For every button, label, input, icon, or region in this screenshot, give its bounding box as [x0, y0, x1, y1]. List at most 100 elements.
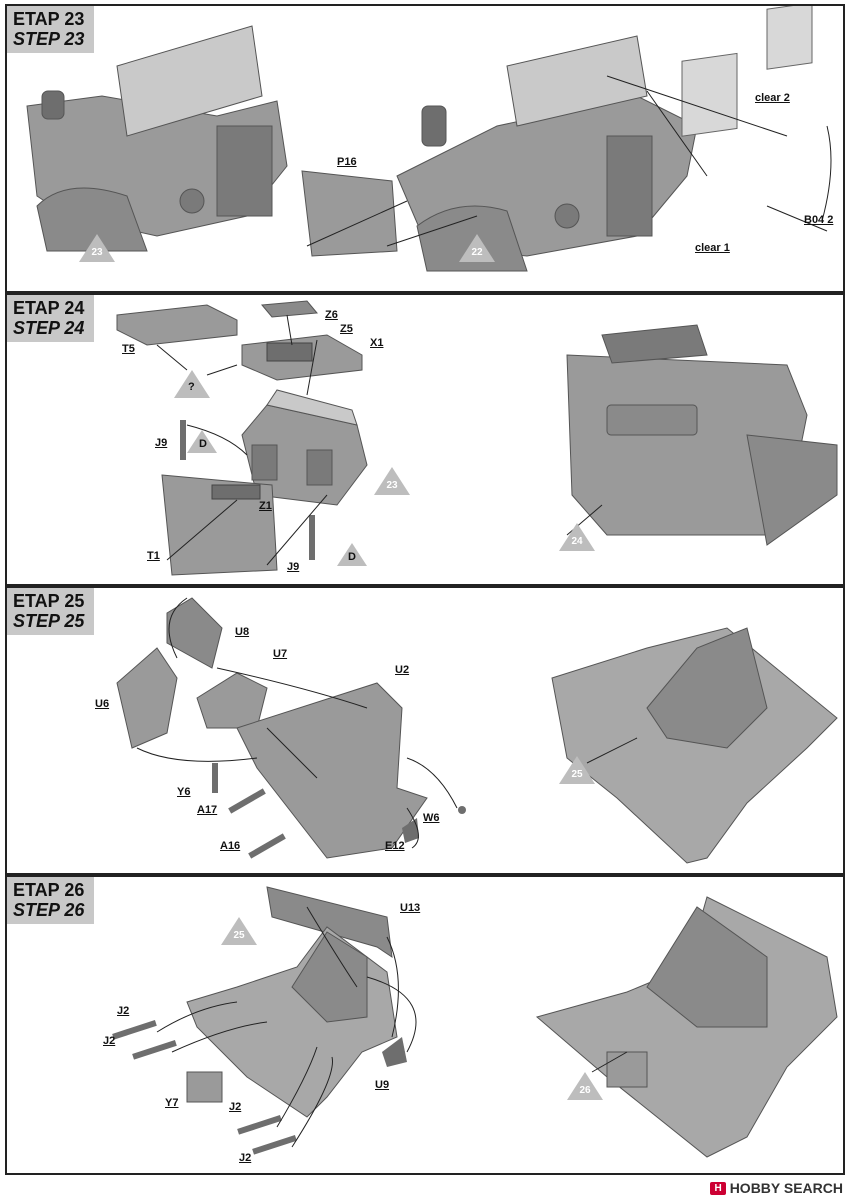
part-a17 — [228, 788, 266, 814]
label-d-upper: D — [199, 438, 207, 450]
part-y7 — [186, 1071, 223, 1103]
label-e12: E12 — [385, 840, 405, 852]
label-z5: Z5 — [340, 323, 353, 335]
part-z1 — [211, 484, 261, 500]
marker-23-number: 23 — [386, 480, 398, 491]
etap-label: ETAP 24 — [13, 298, 85, 318]
part-j9-lower — [309, 515, 315, 560]
part-e12 — [402, 818, 419, 843]
part-clear-2 — [766, 6, 813, 70]
label-p16: P16 — [337, 156, 357, 168]
part-w6 — [458, 806, 466, 814]
label-z6: Z6 — [325, 309, 338, 321]
marker-26-number: 26 — [579, 1085, 591, 1096]
step-25-panel: ETAP 25 STEP 25 U8 U7 U2 U6 Y6 A17 W6 A1… — [5, 586, 845, 875]
label-clear-1: clear 1 — [695, 242, 730, 254]
label-clear-2: clear 2 — [755, 92, 790, 104]
assembly-arrows — [136, 597, 638, 849]
label-j9-upper: J9 — [155, 437, 168, 449]
part-u13 — [266, 886, 393, 959]
part-z6 — [261, 300, 318, 318]
label-a17: A17 — [197, 804, 218, 816]
step-marker-23 — [79, 234, 115, 262]
step-label: STEP 24 — [13, 318, 85, 338]
step-24-tag: ETAP 24 STEP 24 — [7, 295, 95, 342]
marker-d-lower — [337, 543, 367, 566]
part-j2-b — [132, 1040, 177, 1060]
part-j9-upper — [180, 420, 186, 460]
label-t1: T1 — [147, 550, 160, 562]
label-b04-2: B04 2 — [804, 214, 834, 226]
part-t1 — [161, 474, 278, 576]
step-23-illustration — [26, 6, 832, 272]
label-u6: U6 — [95, 698, 110, 710]
cab-completed — [566, 324, 838, 546]
step-label: STEP 26 — [13, 900, 85, 920]
part-a16 — [248, 833, 286, 859]
etap-label: ETAP 25 — [13, 591, 85, 611]
step-marker-25 — [221, 917, 257, 945]
truck-assembled-middle — [396, 35, 698, 272]
watermark-text: HOBBY SEARCH — [729, 1180, 843, 1196]
step-25-tag: ETAP 25 STEP 25 — [7, 588, 95, 635]
label-question: ? — [188, 381, 195, 393]
part-z5-hatch — [266, 342, 313, 362]
part-u9 — [382, 1037, 407, 1067]
etap-label: ETAP 26 — [13, 880, 85, 900]
part-j2-a — [112, 1020, 157, 1040]
label-u9: U9 — [375, 1079, 390, 1091]
part-j2-d — [252, 1135, 297, 1155]
label-u13: U13 — [400, 902, 421, 914]
part-y6 — [212, 763, 218, 793]
step-26-illustration — [112, 886, 838, 1158]
label-y7: Y7 — [165, 1097, 179, 1109]
assembly-arrows — [306, 75, 832, 247]
watermark-badge: H — [710, 1181, 726, 1195]
floor-assembled-26 — [535, 896, 838, 1158]
step-marker-26 — [567, 1072, 603, 1100]
label-u2: U2 — [395, 664, 410, 676]
label-j9-lower: J9 — [287, 561, 300, 573]
label-j2-c: J2 — [229, 1101, 242, 1113]
step-23-panel: ETAP 23 STEP 23 P16 clear 2 B04 2 clear … — [5, 4, 845, 293]
marker-23-number: 23 — [91, 247, 103, 258]
marker-24-number: 24 — [571, 536, 583, 547]
truck-assembled-left — [26, 25, 288, 252]
marker-25-number: 25 — [233, 930, 245, 941]
label-t5: T5 — [122, 343, 135, 355]
step-label: STEP 25 — [13, 611, 85, 631]
marker-question — [174, 370, 210, 398]
step-marker-25 — [559, 756, 595, 784]
part-u6 — [116, 647, 178, 749]
part-u2 — [236, 682, 428, 859]
step-marker-22 — [459, 234, 495, 262]
marker-25-number: 25 — [571, 769, 583, 780]
part-t5 — [116, 304, 238, 346]
cab-interior — [241, 389, 368, 506]
label-j2-b: J2 — [103, 1035, 116, 1047]
label-z1: Z1 — [259, 500, 272, 512]
step-26-panel: ETAP 26 STEP 26 U13 J2 J2 U9 Y7 J2 J2 25… — [5, 875, 845, 1175]
label-u8: U8 — [235, 626, 250, 638]
step-24-illustration — [116, 300, 838, 576]
label-a16: A16 — [220, 840, 241, 852]
step-25-illustration — [116, 597, 838, 864]
label-u7: U7 — [273, 648, 288, 660]
etap-label: ETAP 23 — [13, 9, 85, 29]
part-p16 — [301, 170, 398, 257]
label-x1: X1 — [370, 337, 384, 349]
label-j2-d: J2 — [239, 1152, 252, 1164]
assembly-arrows — [156, 906, 628, 1148]
label-w6: W6 — [423, 812, 440, 824]
part-u7 — [196, 672, 268, 729]
part-clear-1 — [681, 52, 738, 137]
marker-22-number: 22 — [471, 247, 483, 258]
part-j2-c — [237, 1115, 282, 1135]
step-23-tag: ETAP 23 STEP 23 — [7, 6, 95, 53]
step-marker-23 — [374, 467, 410, 495]
watermark: H HOBBY SEARCH — [710, 1180, 843, 1196]
label-y6: Y6 — [177, 786, 191, 798]
step-24-panel: ETAP 24 STEP 24 Z6 Z5 X1 T5 ? J9 D Z1 T1… — [5, 293, 845, 586]
label-d-lower: D — [348, 551, 356, 563]
label-j2-a: J2 — [117, 1005, 130, 1017]
